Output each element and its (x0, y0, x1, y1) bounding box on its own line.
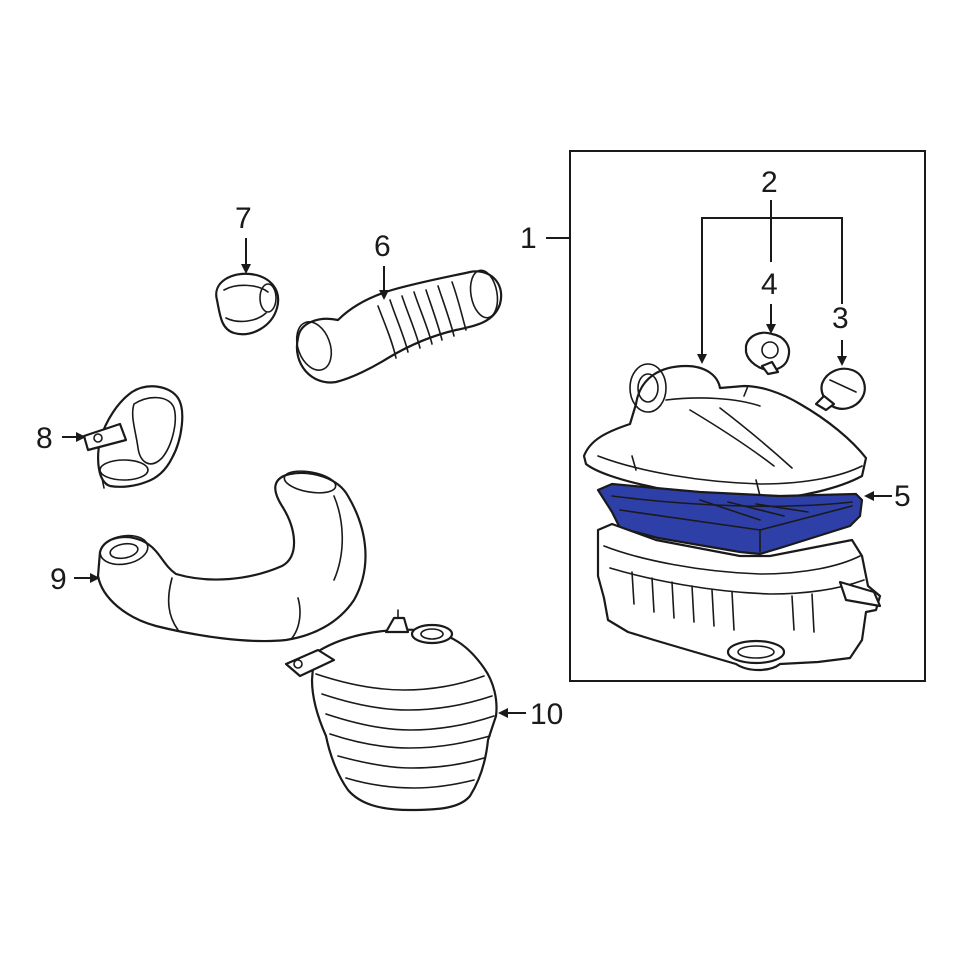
intake-hose-part[interactable] (290, 268, 503, 384)
resonator-part[interactable] (284, 609, 498, 812)
callout-5[interactable]: 5 (894, 480, 911, 513)
callout-3[interactable]: 3 (832, 302, 849, 335)
clip-part[interactable] (814, 367, 866, 412)
air-duct-part[interactable] (96, 468, 367, 643)
inlet-elbow-part[interactable] (82, 385, 184, 489)
assembly-box (569, 150, 926, 682)
callout-9[interactable]: 9 (50, 563, 67, 596)
callout-10[interactable]: 10 (530, 698, 563, 731)
callout-2[interactable]: 2 (761, 166, 778, 199)
callout-6[interactable]: 6 (374, 230, 391, 263)
sensor-clip-part[interactable] (744, 331, 791, 376)
callout-4[interactable]: 4 (761, 268, 778, 301)
lower-housing-part (596, 522, 882, 672)
callout-1[interactable]: 1 (520, 222, 537, 255)
clamp-part[interactable] (215, 272, 280, 336)
callout-8[interactable]: 8 (36, 422, 53, 455)
callout-7[interactable]: 7 (235, 202, 252, 235)
air-filter-part[interactable] (596, 482, 864, 556)
